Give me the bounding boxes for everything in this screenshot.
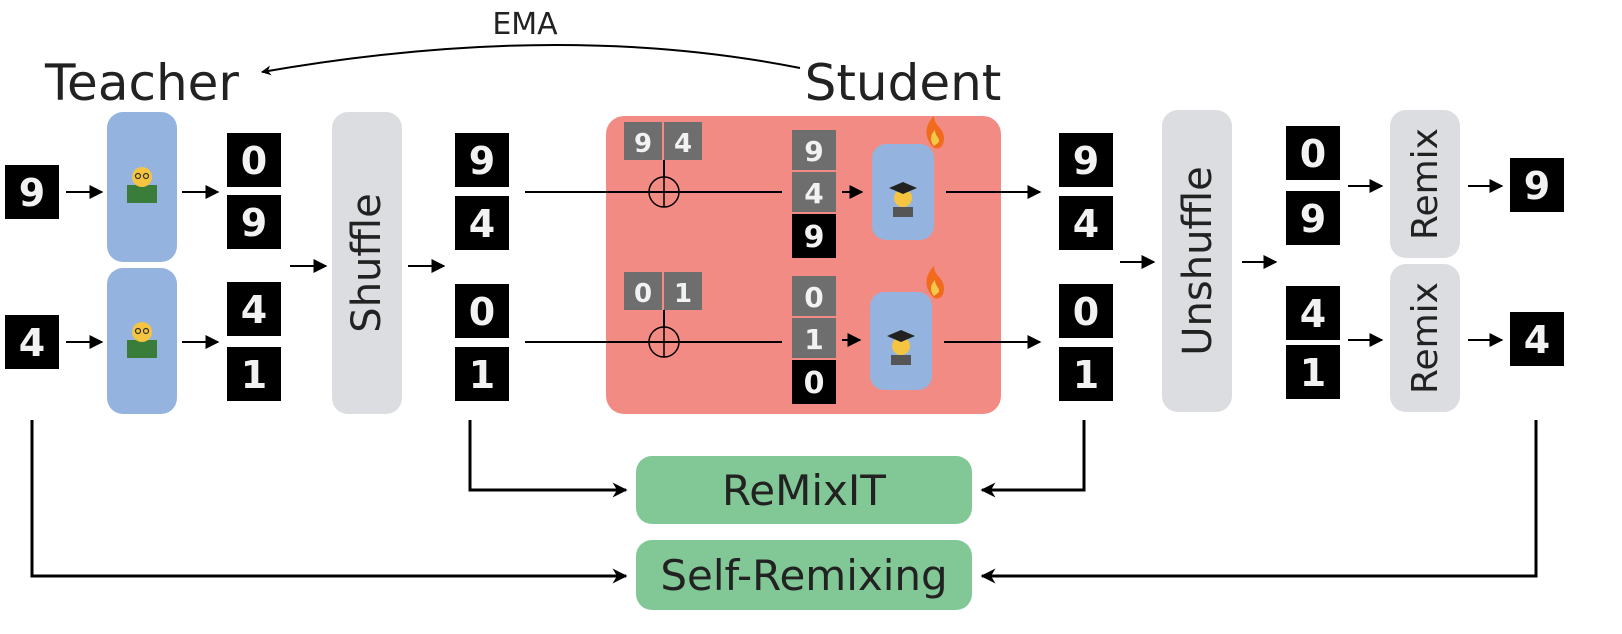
teacher-estimates: 0 9 4 1: [227, 133, 281, 401]
remixit-loss: ReMixIT: [636, 456, 972, 524]
teacher-icon: [127, 322, 157, 358]
svg-text:4: 4: [674, 129, 692, 159]
student-estimates: 9 4 0 1: [1059, 133, 1113, 401]
svg-text:1: 1: [241, 353, 267, 397]
self-remixing-arrow-left: [30, 420, 628, 584]
svg-text:0: 0: [1073, 290, 1099, 334]
svg-text:9: 9: [1073, 139, 1099, 183]
svg-text:Remix: Remix: [1405, 128, 1446, 240]
sum-operator: [648, 176, 680, 208]
svg-text:0: 0: [804, 281, 823, 314]
svg-text:4: 4: [1073, 202, 1099, 246]
svg-text:ReMixIT: ReMixIT: [722, 466, 886, 515]
remixit-arrow-left: [468, 420, 628, 498]
remixed-output-1: 9: [1510, 158, 1564, 212]
sum-operator: [648, 326, 680, 358]
svg-text:0: 0: [804, 366, 825, 401]
self-remixing-loss: Self-Remixing: [636, 540, 972, 610]
teacher-model-1: [107, 112, 177, 262]
teacher-icon: [127, 167, 157, 203]
svg-text:Unshuffle: Unshuffle: [1175, 166, 1221, 355]
svg-text:1: 1: [674, 279, 692, 309]
remix-block-1: Remix: [1390, 110, 1460, 258]
svg-text:Shuffle: Shuffle: [344, 193, 390, 332]
svg-text:9: 9: [634, 129, 652, 159]
shuffled-sources: 9 4 0 1: [455, 133, 509, 401]
student-panel: 9 4 0 1 9 4 9 0 1 0: [606, 116, 1001, 414]
remixit-arrow-right: [980, 420, 1086, 498]
remix-block-2: Remix: [1390, 264, 1460, 412]
svg-text:0: 0: [634, 279, 652, 309]
svg-text:0: 0: [1300, 132, 1326, 176]
teacher-model-2: [107, 268, 177, 414]
svg-text:9: 9: [1300, 197, 1326, 241]
remixed-output-2: 4: [1510, 312, 1564, 366]
student-icon: [889, 182, 917, 217]
svg-text:4: 4: [804, 177, 823, 210]
svg-text:9: 9: [19, 171, 45, 215]
svg-text:1: 1: [469, 353, 495, 397]
self-remixing-arrow-right: [980, 420, 1538, 584]
svg-text:9: 9: [804, 220, 825, 255]
svg-text:4: 4: [1300, 292, 1326, 336]
student-icon: [887, 330, 915, 365]
fire-icon: [926, 116, 944, 149]
svg-text:1: 1: [804, 323, 823, 356]
svg-text:4: 4: [241, 288, 267, 332]
svg-text:1: 1: [1073, 353, 1099, 397]
svg-text:0: 0: [469, 290, 495, 334]
svg-text:9: 9: [241, 201, 267, 245]
fire-icon: [926, 266, 944, 299]
svg-text:4: 4: [1524, 318, 1550, 362]
teacher-title: Teacher: [44, 54, 239, 112]
svg-text:Remix: Remix: [1405, 282, 1446, 394]
svg-text:1: 1: [1300, 351, 1326, 395]
input-mixture-1: 9: [5, 165, 59, 219]
unshuffled-estimates: 0 9 4 1: [1286, 126, 1340, 399]
unshuffle-block: Unshuffle: [1162, 110, 1232, 412]
student-title: Student: [805, 54, 1002, 112]
input-mixture-2: 4: [5, 315, 59, 369]
ema-arrow: [261, 44, 801, 76]
svg-text:9: 9: [469, 139, 495, 183]
svg-text:4: 4: [469, 202, 495, 246]
svg-text:9: 9: [1524, 164, 1550, 208]
svg-text:Self-Remixing: Self-Remixing: [660, 551, 947, 600]
ema-label: EMA: [492, 7, 558, 42]
svg-text:9: 9: [804, 135, 823, 168]
svg-text:4: 4: [19, 321, 45, 365]
svg-text:0: 0: [241, 139, 267, 183]
shuffle-block: Shuffle: [332, 112, 402, 414]
